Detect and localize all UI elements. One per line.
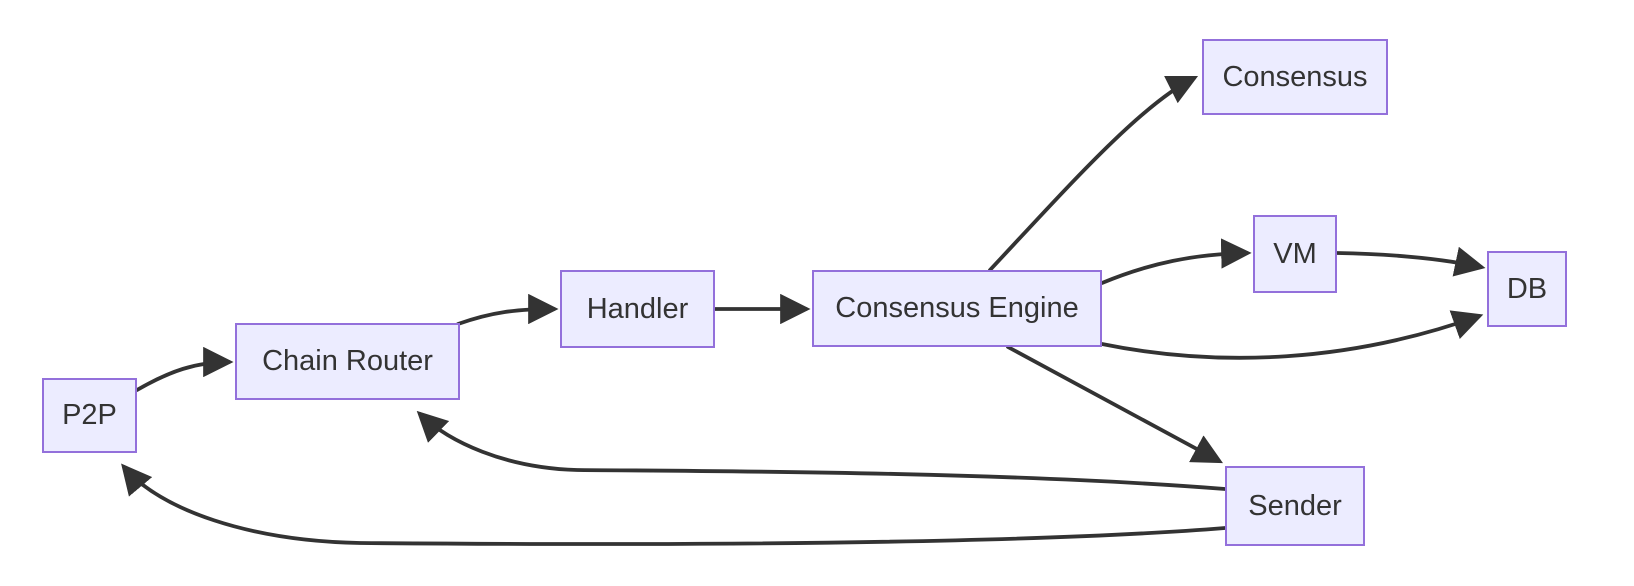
- node-label-vm: VM: [1273, 237, 1317, 270]
- edge-sender-to-p2p: [121, 463, 1227, 546]
- edge-sender-to-chain-router: [416, 410, 1227, 491]
- edge-consensus-engine-to-vm: [1100, 238, 1252, 285]
- node-consensus-engine: Consensus Engine: [812, 270, 1102, 347]
- node-label-sender: Sender: [1248, 489, 1342, 522]
- edge-vm-to-db: [1335, 246, 1486, 277]
- edge-consensus-engine-to-consensus: [988, 75, 1199, 272]
- node-label-consensus: Consensus: [1222, 60, 1368, 93]
- node-p2p: P2P: [42, 378, 137, 453]
- node-vm: VM: [1253, 215, 1337, 293]
- node-label-chain-router: Chain Router: [262, 345, 433, 377]
- edge-consensus-engine-to-db: [1100, 310, 1484, 360]
- node-handler: Handler: [560, 270, 715, 348]
- node-sender: Sender: [1225, 466, 1365, 546]
- edge-p2p-to-chain-router: [135, 346, 234, 392]
- node-db: DB: [1487, 251, 1567, 327]
- edge-consensus-engine-to-sender: [1006, 345, 1224, 464]
- edge-chain-router-to-handler: [456, 293, 559, 326]
- node-chain-router: Chain Router: [235, 323, 460, 400]
- node-consensus: Consensus: [1202, 39, 1388, 115]
- node-label-consensus-engine: Consensus Engine: [835, 292, 1079, 324]
- node-label-p2p: P2P: [62, 399, 117, 431]
- node-label-db: DB: [1506, 272, 1548, 305]
- node-label-handler: Handler: [586, 292, 689, 325]
